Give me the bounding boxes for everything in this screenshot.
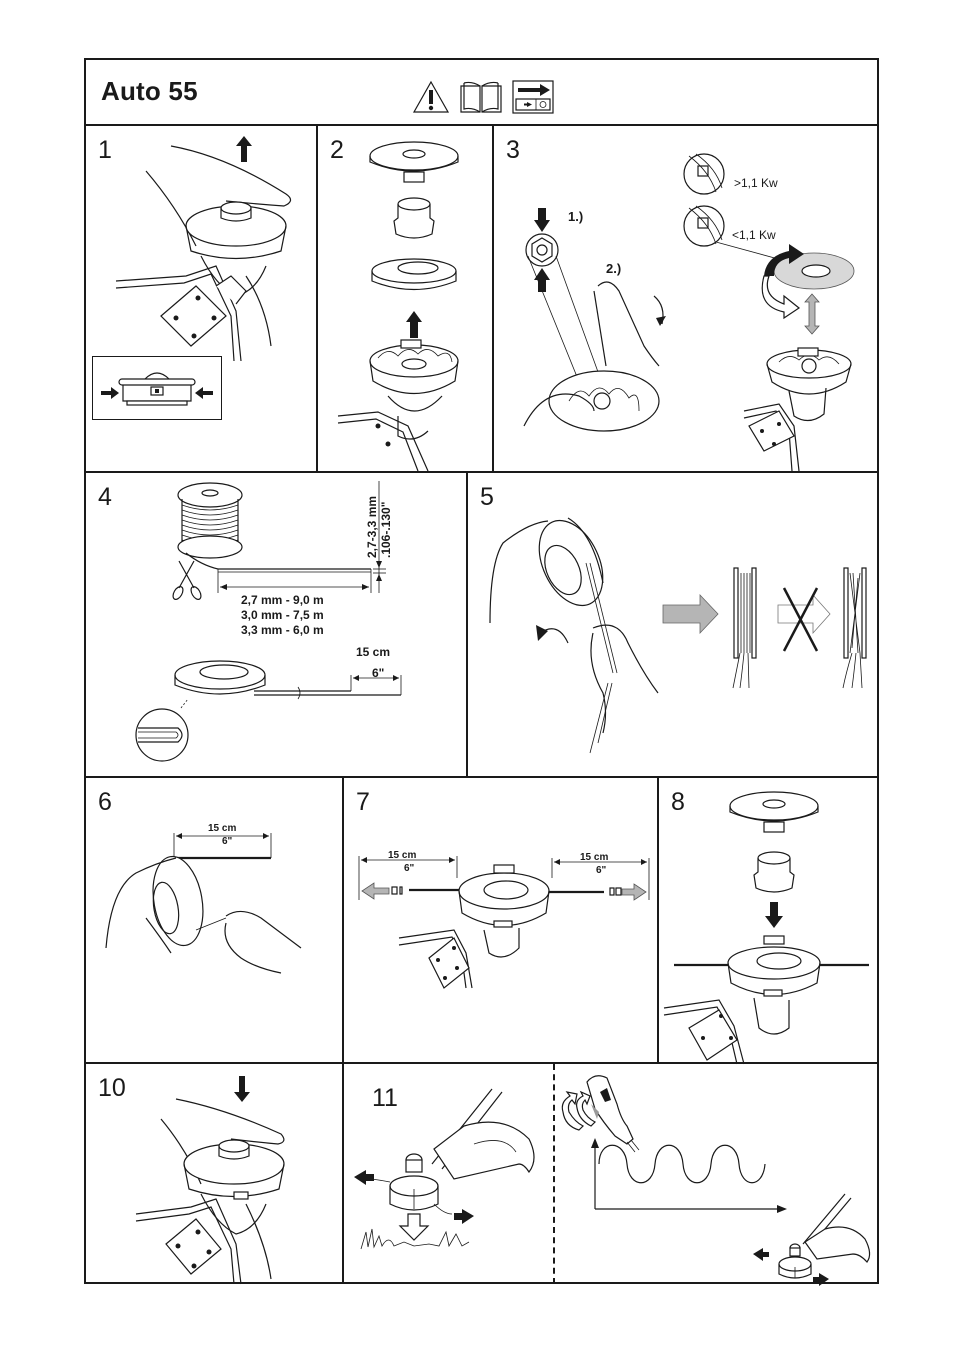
trimmer-head-icon (753, 1193, 871, 1286)
step-number: 6 (98, 788, 112, 816)
rotate-arrows-icon (561, 1090, 597, 1131)
arrow-correct-icon (662, 593, 719, 635)
sheet-header: Auto 55 (86, 60, 877, 126)
step-number: 4 (98, 483, 112, 511)
step-5-panel: 5 (468, 473, 877, 778)
step-number: 11 (372, 1084, 398, 1112)
arrow-down-outline-icon (398, 1213, 430, 1241)
winding-illustration (489, 517, 867, 754)
step-number: 10 (98, 1074, 126, 1102)
high-power-label: >1,1 Kw (734, 176, 778, 190)
arrow-up-icon (406, 311, 422, 338)
cross-icon (782, 587, 819, 652)
incorrect-spool-icon (842, 567, 867, 689)
header-icons (412, 80, 554, 114)
grass-icon (360, 1228, 470, 1250)
leftover-cm: 15 cm (356, 645, 391, 659)
direction-arrow-icon (512, 80, 554, 114)
right-leftover-cm: 15 cm (580, 852, 609, 863)
correct-spool-icon (732, 567, 757, 689)
step-number: 5 (480, 483, 494, 511)
leftover-in: 6" (222, 836, 233, 847)
step-2-panel: 2 (318, 126, 494, 473)
arrow-right-icon (621, 883, 647, 901)
arrow-up-icon (236, 136, 252, 162)
inset-press-tabs (92, 356, 222, 420)
throttle-graph-panel (555, 1064, 877, 1286)
step-10-panel: 10 (86, 1064, 344, 1285)
arrow-left-icon (354, 1170, 374, 1185)
line-diameter-mm: 2,7-3,3 mm (365, 495, 379, 558)
rotate-arrow-icon (656, 316, 666, 326)
leftover-cm: 15 cm (208, 823, 237, 834)
trimmer-head-hand-illustration (115, 145, 292, 362)
press-tabs-illustration (101, 372, 213, 406)
arrow-up-icon (534, 268, 550, 292)
page-title: Auto 55 (101, 76, 198, 106)
rotate-arrow-icon (536, 625, 548, 641)
line-length-row-1: 2,7 mm - 9,0 m (241, 593, 324, 607)
spool-wind-illustration (105, 833, 302, 974)
leftover-in: 6" (372, 666, 385, 680)
step-number: 3 (506, 136, 520, 164)
line-spool-icon (177, 482, 243, 508)
left-leftover-cm: 15 cm (388, 850, 417, 861)
line-through-eyelets-illustration (358, 856, 650, 989)
bump-feed-illustration (354, 1088, 535, 1250)
line-diameter-in: .106-.130" (379, 501, 393, 558)
step-6-panel: 6 15 cm 6" (86, 778, 344, 1064)
step-number: 7 (356, 788, 370, 816)
arrow-down-icon (534, 208, 550, 232)
throttle-pulse-illustration (561, 1075, 871, 1286)
step-1-panel: 1 (86, 126, 318, 473)
step-8-panel: 8 (659, 778, 877, 1065)
line-spool-illustration (135, 481, 402, 762)
cover-press-illustration (135, 1098, 285, 1285)
spool-setting-illustration (523, 153, 855, 472)
step-number: 1 (98, 136, 112, 164)
instruction-sheet: Auto 55 (84, 58, 879, 1286)
throttle-icon (586, 1075, 640, 1153)
double-arrow-icon (804, 293, 820, 335)
press-arrow-left-icon (195, 387, 213, 399)
line-length-row-2: 3,0 mm - 7,5 m (241, 608, 324, 622)
step-3b-label: 2.) (606, 261, 622, 276)
warning-triangle-icon (412, 80, 450, 113)
arrow-right-icon (454, 1209, 474, 1224)
low-power-label: <1,1 Kw (732, 228, 776, 242)
exploded-view-illustration (337, 141, 459, 472)
press-arrow-right-icon (101, 387, 119, 399)
step-4-panel: 4 (86, 473, 468, 778)
flip-arrow-icon (764, 244, 804, 276)
step-11-panel: 11 (344, 1064, 555, 1284)
line-length-row-3: 3,3 mm - 6,0 m (241, 623, 324, 637)
open-manual-icon (460, 81, 502, 113)
arrow-down-icon (234, 1076, 250, 1102)
scissors-icon (172, 560, 202, 600)
step-number: 8 (671, 788, 685, 816)
arrow-down-icon (765, 902, 783, 928)
left-leftover-in: 6" (404, 863, 415, 874)
step-3-panel: 3 1.) 2.) >1,1 Kw <1,1 Kw (494, 126, 877, 473)
wave-graph-icon (598, 1144, 766, 1184)
right-leftover-in: 6" (596, 865, 607, 876)
step-number: 2 (330, 136, 344, 164)
step-3a-label: 1.) (568, 209, 584, 224)
step-7-panel: 7 15 cm 6" 15 cm 6" (344, 778, 659, 1064)
arrow-left-icon (361, 882, 390, 900)
reassembly-illustration (663, 791, 869, 1065)
